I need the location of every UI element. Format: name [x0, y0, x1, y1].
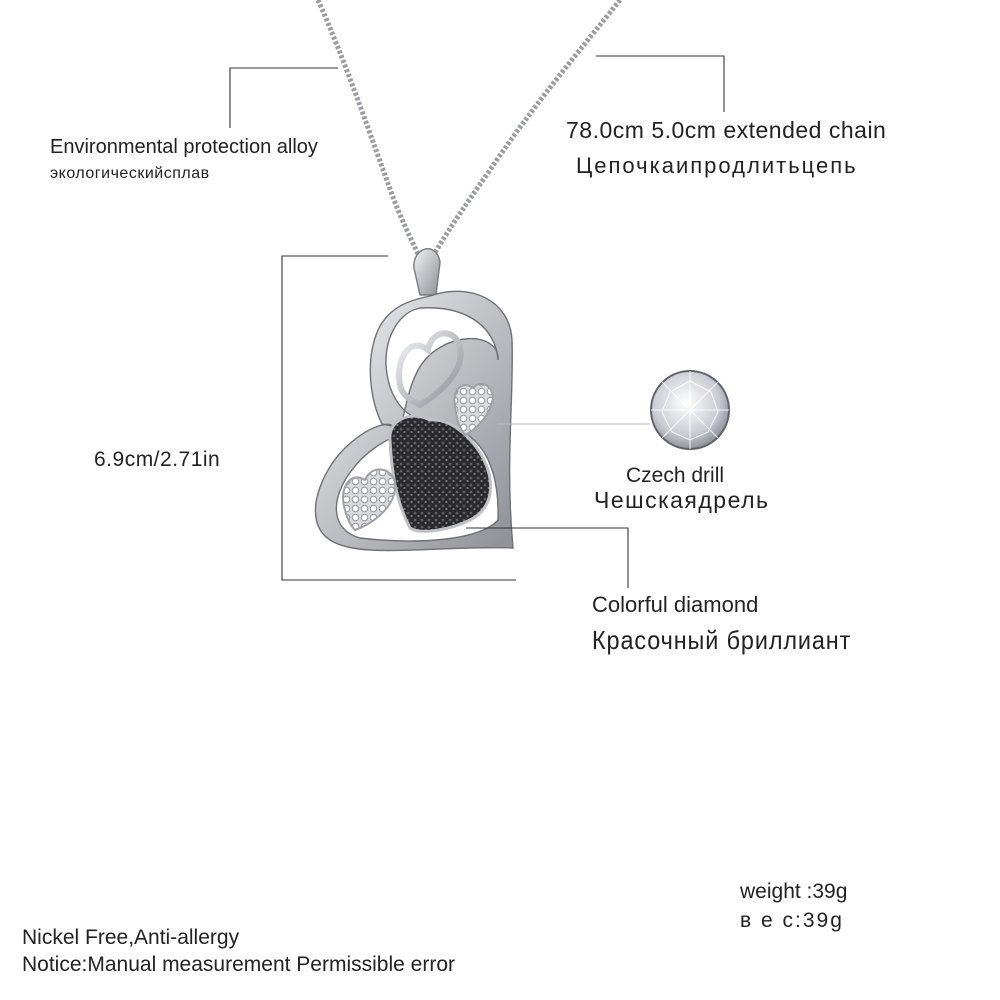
chain-label-en: 78.0cm 5.0cm extended chain	[566, 117, 887, 143]
chain-left	[315, 0, 423, 260]
leader-height	[281, 255, 516, 581]
czech-drill-label-en: Czech drill	[626, 464, 725, 487]
leader-chain	[596, 55, 725, 112]
nickel-free-note: Nickel Free,Anti-allergy	[22, 926, 240, 949]
pave-heart-left	[342, 468, 397, 532]
leader-alloy	[229, 67, 338, 128]
chain-label-ru: Цепочкаипродлитьцепь	[576, 153, 858, 178]
pave-heart-right	[453, 383, 494, 437]
pendant-bail	[413, 248, 441, 296]
czech-drill-label-ru: Чешскаядрель	[594, 487, 770, 513]
pendant-size-label: 6.9cm/2.71in	[94, 448, 221, 471]
outer-heart-frame	[314, 290, 514, 552]
alloy-label-ru: экологическийсплав	[50, 165, 210, 182]
leader-diamond	[466, 527, 629, 588]
weight-label-en: weight :39g	[740, 880, 848, 903]
colorful-diamond-label-en: Colorful diamond	[592, 592, 759, 617]
alloy-label-en: Environmental protection alloy	[50, 136, 318, 158]
small-open-heart	[396, 330, 464, 409]
measurement-notice: Notice:Manual measurement Permissible er…	[22, 953, 455, 976]
weight-label-ru: в е с:39g	[740, 909, 844, 932]
leader-lines	[229, 55, 725, 588]
crystal-facets	[651, 371, 729, 449]
colorful-diamond-label-ru: Красочный бриллиант	[592, 625, 852, 655]
black-stone-heart	[388, 414, 493, 533]
